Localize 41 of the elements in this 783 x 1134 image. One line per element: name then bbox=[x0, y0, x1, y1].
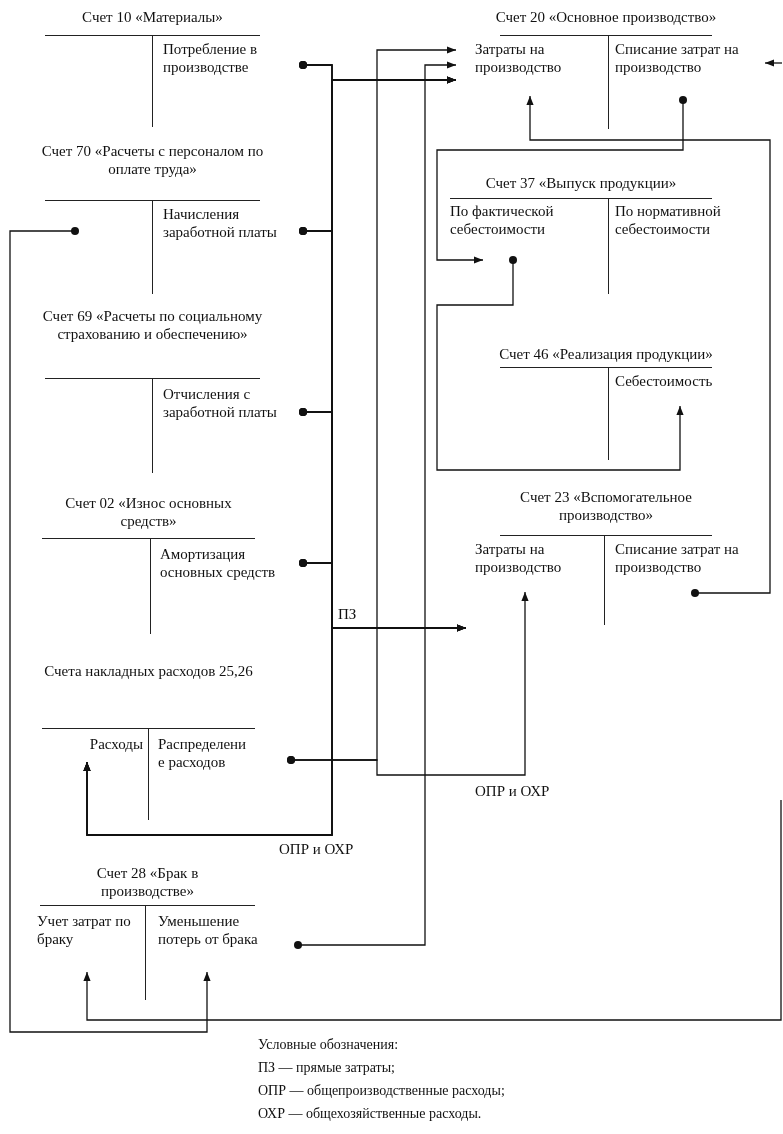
legend-entry: ОХР — общехозяйственные расходы. bbox=[258, 1105, 482, 1123]
arrow bbox=[526, 95, 771, 597]
account-title: Счет 28 «Брак в производстве» bbox=[95, 864, 200, 900]
account-entry: Амортизация основных средств bbox=[160, 545, 303, 581]
arrow bbox=[83, 799, 782, 1021]
arrow bbox=[287, 591, 529, 776]
account-title: Счета накладных расходов 25,26 bbox=[43, 662, 254, 680]
account-title: Счет 37 «Выпуск продукции» bbox=[484, 174, 678, 192]
legend-heading: Условные обозначения: bbox=[258, 1036, 399, 1054]
flow-label: ОПР и ОХР bbox=[279, 840, 354, 858]
arrow bbox=[294, 61, 457, 949]
account-entry: Расходы bbox=[55, 735, 143, 753]
account-entry: Списание затрат на производство bbox=[615, 40, 743, 76]
flow-label: ОПР и ОХР bbox=[475, 782, 550, 800]
account-title: Счет 20 «Основное производство» bbox=[494, 8, 718, 26]
account-entry: По нормативной себестоимости bbox=[615, 202, 765, 238]
account-entry: Отчисления с заработной платы bbox=[163, 385, 303, 421]
account-title: Счет 23 «Вспомогательное производство» bbox=[519, 488, 693, 524]
account-title: Счет 10 «Материалы» bbox=[81, 8, 224, 26]
account-entry: Уменьшение потерь от брака bbox=[158, 912, 268, 948]
arrow bbox=[83, 559, 333, 836]
flow-label: ПЗ bbox=[338, 605, 357, 623]
account-title: Счет 69 «Расчеты по социальному страхованию и обеспечению» bbox=[42, 307, 263, 343]
account-entry: По фактической себестоимости bbox=[450, 202, 605, 238]
account-title: Счет 46 «Реализация продукции» bbox=[498, 345, 714, 363]
arrow bbox=[9, 227, 211, 1033]
account-entry: Начисления заработной платы bbox=[163, 205, 303, 241]
account-entry: Потребление в производстве bbox=[163, 40, 303, 76]
arrow bbox=[436, 96, 687, 264]
account-title: Счет 70 «Расчеты с персоналом по оплате труда» bbox=[40, 142, 265, 178]
account-entry: Учет затрат по браку bbox=[37, 912, 143, 948]
account-entry: Себестоимость bbox=[615, 372, 765, 390]
arrow bbox=[436, 256, 684, 471]
account-entry: Затраты на производство bbox=[475, 40, 600, 76]
account-entry: Списание затрат на производство bbox=[615, 540, 743, 576]
legend-entry: ПЗ — прямые затраты; bbox=[258, 1059, 395, 1077]
legend-entry: ОПР — общепроизводственные расходы; bbox=[258, 1082, 505, 1100]
account-entry: Затраты на производство bbox=[475, 540, 600, 576]
account-title: Счет 02 «Износ основных средств» bbox=[64, 494, 233, 530]
arrow bbox=[764, 59, 783, 67]
account-entry: Распределени е расходов bbox=[158, 735, 251, 771]
